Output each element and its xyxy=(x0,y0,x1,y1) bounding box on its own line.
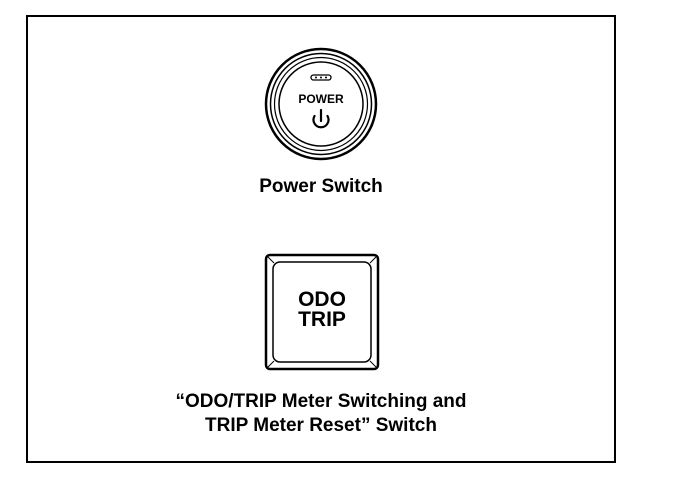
odo-caption-line1: “ODO/TRIP Meter Switching and xyxy=(175,391,467,412)
diagram-frame xyxy=(26,15,616,463)
power-symbol-icon xyxy=(312,108,330,129)
led-indicator-icon xyxy=(310,74,332,81)
odo-caption-line2: TRIP Meter Reset” Switch xyxy=(205,415,437,436)
odo-label-line2: TRIP xyxy=(298,308,346,331)
odo-trip-switch-caption: “ODO/TRIP Meter Switching and TRIP Meter… xyxy=(121,390,521,438)
power-switch-drawing: POWER xyxy=(264,47,378,161)
odo-trip-switch-button[interactable] xyxy=(264,253,380,371)
power-label: POWER xyxy=(298,92,344,106)
odo-trip-switch-drawing xyxy=(264,253,380,371)
odo-trip-switch-label: ODO TRIP xyxy=(264,288,380,331)
power-switch-caption: Power Switch xyxy=(259,176,383,197)
power-switch-button[interactable]: POWER xyxy=(263,46,379,162)
odo-label-line1: ODO xyxy=(298,288,346,311)
